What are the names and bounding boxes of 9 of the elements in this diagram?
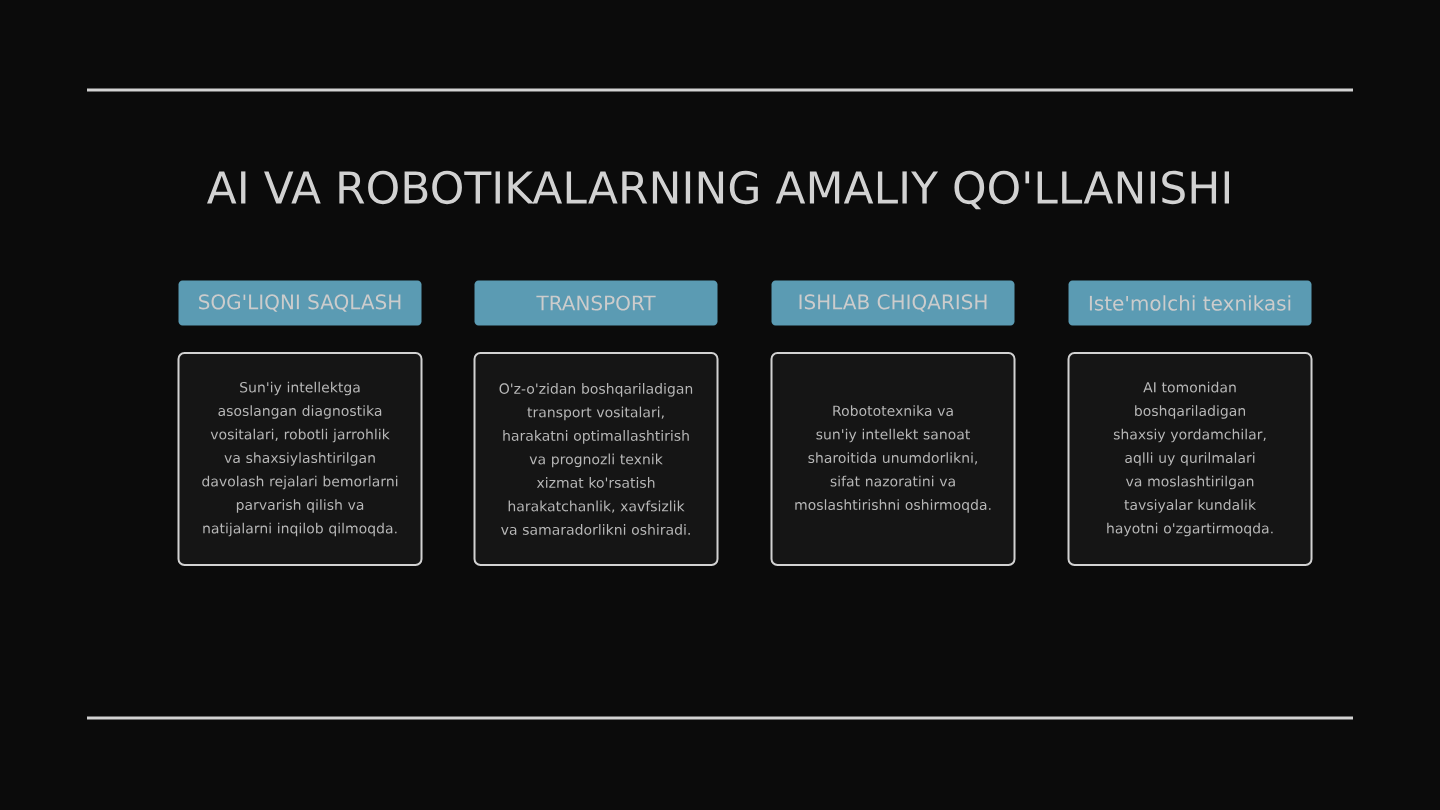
category-box: SOG'LIQNI SAQLASH bbox=[178, 280, 422, 326]
description-box: O'z-o'zidan boshqariladigan transport vositalari, harakatni optimallashtirish va prognozli texnik xizmat ko'rsatish harakatchanlik, xavfsizlik va samaradorlikni oshiradi. bbox=[473, 352, 719, 566]
description-box: AI tomonidan boshqariladigan shaxsiy yordamchilar, aqlli uy qurilmalari va moslashtirilgan tavsiyalar kundalik hayotni o'zgartirmoqda. bbox=[1067, 352, 1313, 566]
title: AI VA ROBOTIKALARNING AMALIY QO'LLANISHI bbox=[207, 170, 1229, 210]
description-box: Sun'iy intellektga asoslangan diagnostika vositalari, robotli jarrohlik va shaxsiylashtirilgan davolash rejalari bemorlarni parvarish qilish va natijalarni inqilob qilmoqda. bbox=[177, 352, 423, 566]
description-box: Robototexnika va sun'iy intellekt sanoat sharoitida unumdorlikni, sifat nazoratini va moslashtirishni oshirmoqda. bbox=[770, 352, 1016, 566]
category-box: ISHLAB CHIQARISH bbox=[771, 280, 1015, 326]
category-box: Iste'molchi texnikasi bbox=[1068, 280, 1312, 326]
category-box: TRANSPORT bbox=[474, 280, 718, 326]
